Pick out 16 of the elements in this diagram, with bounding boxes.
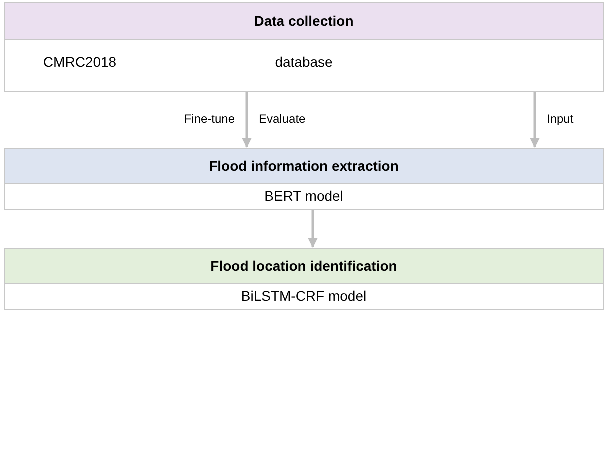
edge-label: Input — [547, 112, 574, 126]
section-heading: Flood location identification — [5, 249, 603, 284]
section-panel — [4, 148, 604, 210]
section-heading: Flood information extraction — [5, 149, 603, 184]
arrow — [242, 92, 252, 148]
section-panel — [4, 2, 604, 92]
arrow — [530, 92, 540, 148]
source-text: CMRC2018 — [43, 54, 117, 70]
arrow — [308, 210, 318, 248]
method-text: BERT model — [264, 187, 344, 206]
annotation-text: Evaluate — [259, 112, 306, 126]
section-heading: Data collection — [5, 3, 603, 40]
section-panel — [4, 248, 604, 310]
method-text: BiLSTM-CRF model — [240, 287, 368, 306]
source-text: database — [275, 54, 333, 70]
edge-label: Fine-tune — [184, 112, 235, 126]
